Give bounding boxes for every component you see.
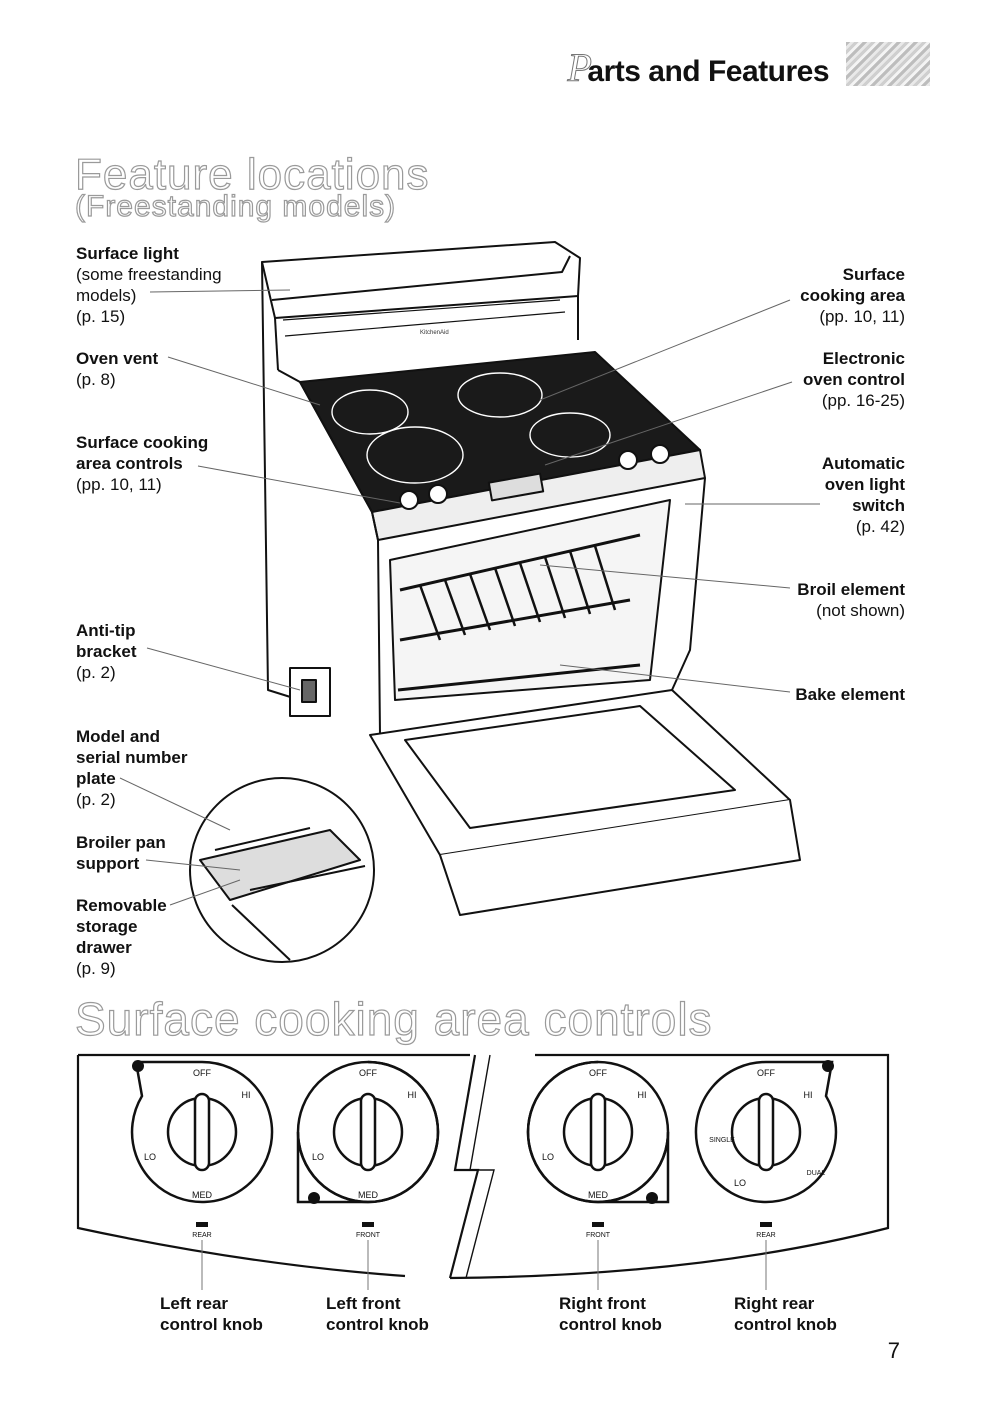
page-header-title: Parts and Features — [567, 44, 830, 91]
feature-locations-subheading: (Freestanding models) — [74, 189, 397, 223]
knob4-dual: DUAL — [807, 1170, 826, 1177]
knob-label-left-rear: Left rear control knob — [160, 1293, 263, 1335]
knob-label-right-front-line1: Right front — [559, 1294, 646, 1313]
surface-area-title-2: cooking area — [800, 286, 905, 305]
knob4-position: REAR — [756, 1232, 775, 1239]
anti-tip-note: (p. 2) — [76, 663, 116, 682]
feature-locations-heading: Feature locations — [74, 149, 430, 199]
storage-drawer-title-2: storage — [76, 917, 138, 936]
broiler-pan-title-1: Broiler pan — [76, 833, 166, 852]
surface-controls-label: Surface cooking area controls (pp. 10, 1… — [76, 432, 208, 495]
knob2-med: MED — [358, 1190, 379, 1200]
storage-drawer-note: (p. 9) — [76, 959, 116, 978]
knob4-lo: LO — [734, 1178, 746, 1188]
page-number: 7 — [887, 1338, 900, 1363]
surface-area-title-1: Surface — [842, 265, 905, 284]
header-title-rest: arts and Features — [587, 55, 829, 88]
knob-label-left-rear-line1: Left rear — [160, 1294, 229, 1313]
knob2-off: OFF — [359, 1068, 377, 1078]
knob1-lo: LO — [144, 1152, 156, 1162]
knob3-lo: LO — [542, 1152, 554, 1162]
knob-label-right-front: Right front control knob — [559, 1293, 662, 1335]
surface-light-note-2: models) — [76, 286, 137, 305]
electronic-control-title-2: oven control — [802, 370, 905, 389]
model-serial-title-3: plate — [76, 769, 116, 788]
storage-drawer-title-1: Removable — [76, 896, 167, 915]
header-title-initial: P — [567, 45, 592, 91]
knob-label-right-rear: Right rear control knob — [734, 1293, 837, 1335]
knob3-med: MED — [588, 1190, 609, 1200]
knob1-off: OFF — [193, 1068, 211, 1078]
electronic-control-label: Electronic oven control (pp. 16-25) — [803, 348, 905, 411]
range-illustration: KitchenAid — [119, 241, 820, 963]
knob-right-rear[interactable] — [694, 1060, 838, 1204]
auto-light-label: Automatic oven light switch (p. 42) — [822, 453, 905, 537]
knob4-hi: HI — [804, 1090, 813, 1100]
knob-label-right-rear-line2: control knob — [734, 1315, 837, 1334]
knob-label-right-rear-line1: Right rear — [734, 1294, 815, 1313]
header-decorative-swatch — [846, 42, 930, 86]
surface-controls-title-2: area controls — [76, 454, 183, 473]
auto-light-title-3: switch — [852, 496, 905, 515]
storage-drawer-title-3: drawer — [76, 938, 132, 957]
surface-area-note: (pp. 10, 11) — [819, 307, 905, 326]
anti-tip-title-1: Anti-tip — [76, 621, 136, 640]
knob-label-right-front-line2: control knob — [559, 1315, 662, 1334]
broil-element-label: Broil element (not shown) — [797, 579, 905, 621]
surface-light-label: Surface light (some freestanding models)… — [76, 243, 222, 327]
knob3-hi: HI — [638, 1090, 647, 1100]
storage-drawer-label: Removable storage drawer (p. 9) — [76, 895, 167, 979]
knob4-off: OFF — [757, 1068, 775, 1078]
broil-element-title: Broil element — [797, 580, 905, 599]
model-serial-label: Model and serial number plate (p. 2) — [76, 726, 188, 810]
model-serial-title-2: serial number — [76, 748, 188, 767]
electronic-control-title-1: Electronic — [822, 349, 905, 368]
surface-controls-title-1: Surface cooking — [76, 433, 209, 452]
knob2-position: FRONT — [356, 1232, 381, 1239]
knob-left-rear[interactable] — [130, 1060, 274, 1204]
control-panel-diagram: OFF HI MED LO REAR OFF HI MED LO FRONT O… — [76, 1053, 890, 1290]
oven-vent-note: (p. 8) — [76, 370, 116, 389]
surface-controls-heading: Surface cooking area controls — [74, 992, 713, 1045]
surface-light-note-3: (p. 15) — [76, 307, 126, 326]
knob-right-front[interactable] — [526, 1060, 670, 1204]
broil-element-note: (not shown) — [816, 601, 905, 620]
broiler-pan-title-2: support — [76, 854, 140, 873]
knob1-position: REAR — [192, 1232, 211, 1239]
knob-label-left-front: Left front control knob — [326, 1293, 429, 1335]
bake-element-title: Bake element — [795, 685, 905, 704]
bake-element-label: Bake element — [795, 684, 905, 705]
anti-tip-label: Anti-tip bracket (p. 2) — [76, 620, 136, 683]
auto-light-title-1: Automatic — [821, 454, 905, 473]
broiler-pan-label: Broiler pan support — [76, 832, 166, 874]
knob1-med: MED — [192, 1190, 213, 1200]
surface-area-label: Surface cooking area (pp. 10, 11) — [800, 264, 905, 327]
knob-label-left-rear-line2: control knob — [160, 1315, 263, 1334]
knob-label-left-front-line1: Left front — [326, 1294, 401, 1313]
auto-light-note: (p. 42) — [855, 517, 905, 536]
surface-light-title: Surface light — [76, 244, 179, 263]
surface-light-note-1: (some freestanding — [76, 265, 222, 284]
surface-controls-note: (pp. 10, 11) — [76, 475, 162, 494]
knob3-off: OFF — [589, 1068, 607, 1078]
brand-text: KitchenAid — [420, 330, 449, 336]
knob2-hi: HI — [408, 1090, 417, 1100]
oven-vent-label: Oven vent (p. 8) — [76, 348, 158, 390]
knob2-lo: LO — [312, 1152, 324, 1162]
anti-tip-title-2: bracket — [76, 642, 137, 661]
electronic-control-note: (pp. 16-25) — [821, 391, 905, 410]
knob1-hi: HI — [242, 1090, 251, 1100]
knob3-position: FRONT — [586, 1232, 611, 1239]
model-serial-title-1: Model and — [76, 727, 161, 746]
oven-vent-title: Oven vent — [76, 349, 159, 368]
auto-light-title-2: oven light — [824, 475, 905, 494]
knob-label-left-front-line2: control knob — [326, 1315, 429, 1334]
knob4-single: SINGLE — [709, 1137, 735, 1144]
model-serial-note: (p. 2) — [76, 790, 116, 809]
knob-left-front[interactable] — [296, 1060, 440, 1204]
